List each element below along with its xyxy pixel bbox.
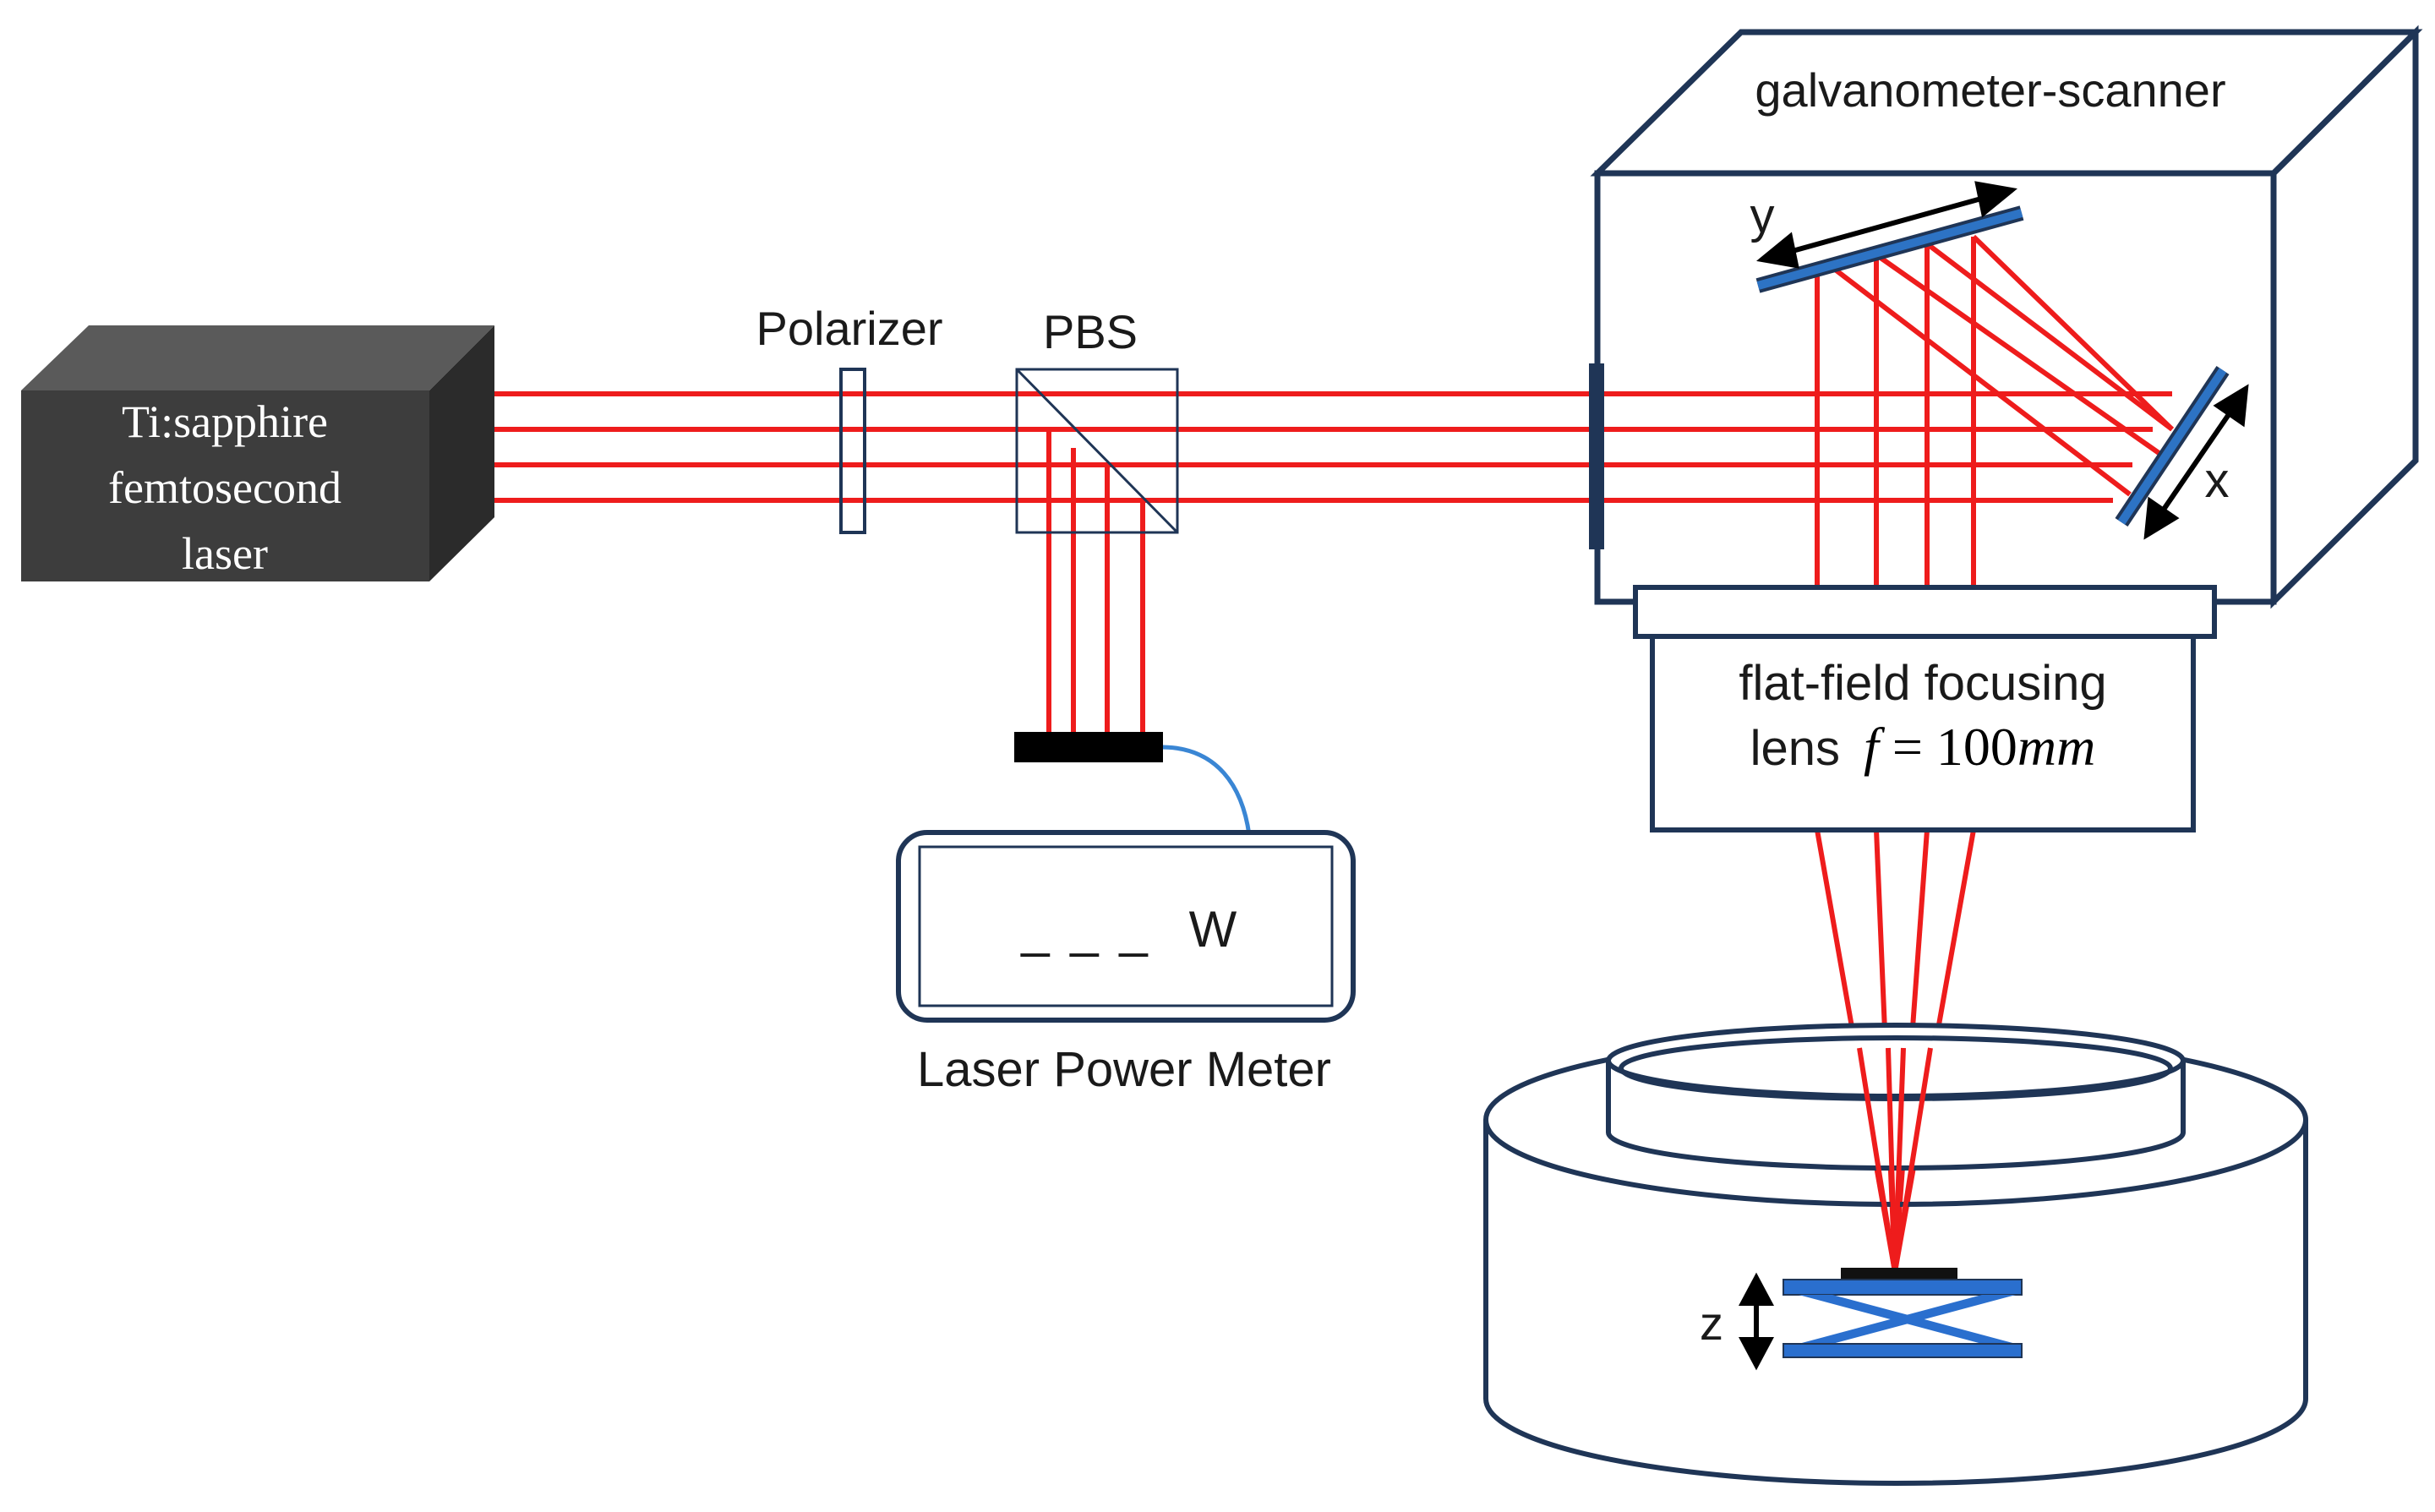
power-meter-cable — [1162, 745, 1252, 836]
lab-jack — [1783, 1279, 2023, 1358]
mirror-x-label: x — [2205, 453, 2230, 508]
pbs-cube — [1015, 368, 1179, 534]
mirror-x-arrow — [2143, 384, 2249, 540]
mirror-y-label: y — [1750, 188, 1775, 243]
stage-outer-body — [1483, 1120, 2308, 1486]
polarizer-label: Polarizer — [756, 302, 943, 355]
beam-d3 — [1879, 255, 2165, 459]
beam-d4 — [1832, 266, 2132, 497]
focused-beams-front — [1857, 1047, 1933, 1273]
galvo-side-face — [2270, 25, 2419, 609]
power-meter-unit: W — [1189, 901, 1237, 958]
lab-jack-bottom — [1783, 1343, 2023, 1358]
lens-label-line1: flat-field focusing — [1739, 656, 2106, 711]
laser-box-front — [21, 390, 429, 581]
power-meter-sensor — [1014, 732, 1163, 762]
galvo-entrance-window — [1589, 363, 1604, 549]
galvo-label: galvanometer-scanner — [1755, 63, 2225, 117]
lab-jack-top — [1783, 1279, 2023, 1296]
laser-source: Ti:sapphire femtosecond laser — [21, 325, 494, 581]
power-meter-reading: _ _ _ — [1020, 901, 1150, 958]
sample-plate — [1841, 1268, 1957, 1280]
lens-body — [1650, 634, 2196, 832]
beam-d1 — [1971, 234, 2175, 432]
pbs-outline — [1015, 368, 1179, 534]
laser-box-side — [429, 325, 494, 581]
pbs-label: PBS — [1043, 305, 1138, 358]
power-meter-display — [918, 845, 1334, 1007]
pbs-diagonal — [1015, 368, 1179, 534]
power-meter-caption: Laser Power Meter — [917, 1042, 1331, 1097]
stage-z-label: z — [1700, 1296, 1723, 1350]
laser-box-top — [21, 325, 494, 390]
polarizer-plate — [839, 368, 866, 534]
laser-label-line3: laser — [182, 528, 268, 579]
sample-stage — [1483, 1023, 2308, 1486]
lens-flange — [1633, 585, 2217, 639]
lab-jack-scissor-b — [1799, 1295, 2016, 1344]
mirror-x-face — [2117, 368, 2227, 525]
mirror-y-arrow — [1756, 181, 2017, 269]
stage-inner-rim — [1619, 1035, 2173, 1101]
power-meter-outer — [896, 830, 1356, 1023]
focusing-lens — [1633, 585, 2217, 832]
laser-label-line2: femtosecond — [108, 462, 341, 513]
galvanometer-scanner — [1590, 25, 2423, 609]
laser-label-line1: Ti:sapphire — [122, 396, 328, 447]
z-arrow — [1739, 1272, 1774, 1371]
beam-d2 — [1927, 243, 2174, 432]
mirror-y-face — [1756, 209, 2023, 290]
